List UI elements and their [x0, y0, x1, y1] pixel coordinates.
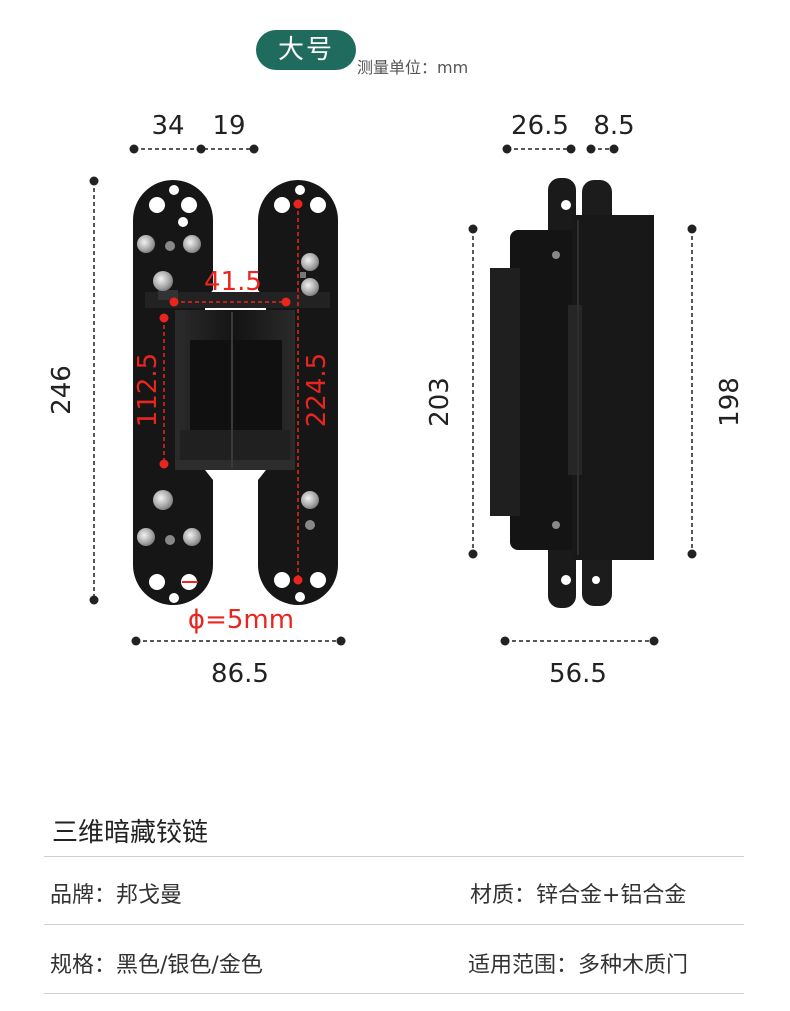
- dim-left-hole-spacing: 112.5: [133, 353, 163, 427]
- spec-material: 材质：锌合金+铝合金: [470, 883, 687, 908]
- spec-finish: 规格：黑色/银色/金色: [50, 953, 263, 978]
- dim-screw-spacing: 41.5: [204, 267, 262, 297]
- dim-side-top-right-width: 8.5: [593, 111, 634, 141]
- product-title: 三维暗藏铰链: [52, 818, 209, 848]
- spec-brand: 品牌：邦戈曼: [50, 883, 183, 908]
- dim-top-right-width: 19: [212, 111, 245, 141]
- front-view-dimensions: [89, 144, 346, 646]
- dim-side-left-height: 203: [425, 377, 455, 427]
- red-annotations: [159, 199, 303, 585]
- dim-side-right-height: 198: [715, 377, 745, 427]
- divider: [44, 993, 744, 994]
- spec-usage: 适用范围：多种木质门: [468, 953, 689, 978]
- dim-right-hole-spacing: 224.5: [302, 353, 332, 427]
- unit-note: 测量单位：mm: [357, 58, 469, 77]
- dim-top-left-width: 34: [151, 111, 184, 141]
- divider: [44, 924, 744, 925]
- divider: [44, 856, 744, 857]
- hinge-diagram: 34 19 246 41.5 112.5 224.5 ϕ=5mm 86.5: [47, 111, 745, 689]
- side-view-dimensions: [468, 144, 697, 646]
- dim-hole-diameter: ϕ=5mm: [188, 605, 294, 635]
- dim-total-width: 86.5: [211, 659, 269, 689]
- side-view-hinge: [490, 178, 654, 608]
- dim-side-top-left-width: 26.5: [511, 111, 569, 141]
- dim-side-total-width: 56.5: [549, 659, 607, 689]
- dim-total-height: 246: [47, 365, 77, 415]
- size-badge: 大号: [256, 30, 356, 70]
